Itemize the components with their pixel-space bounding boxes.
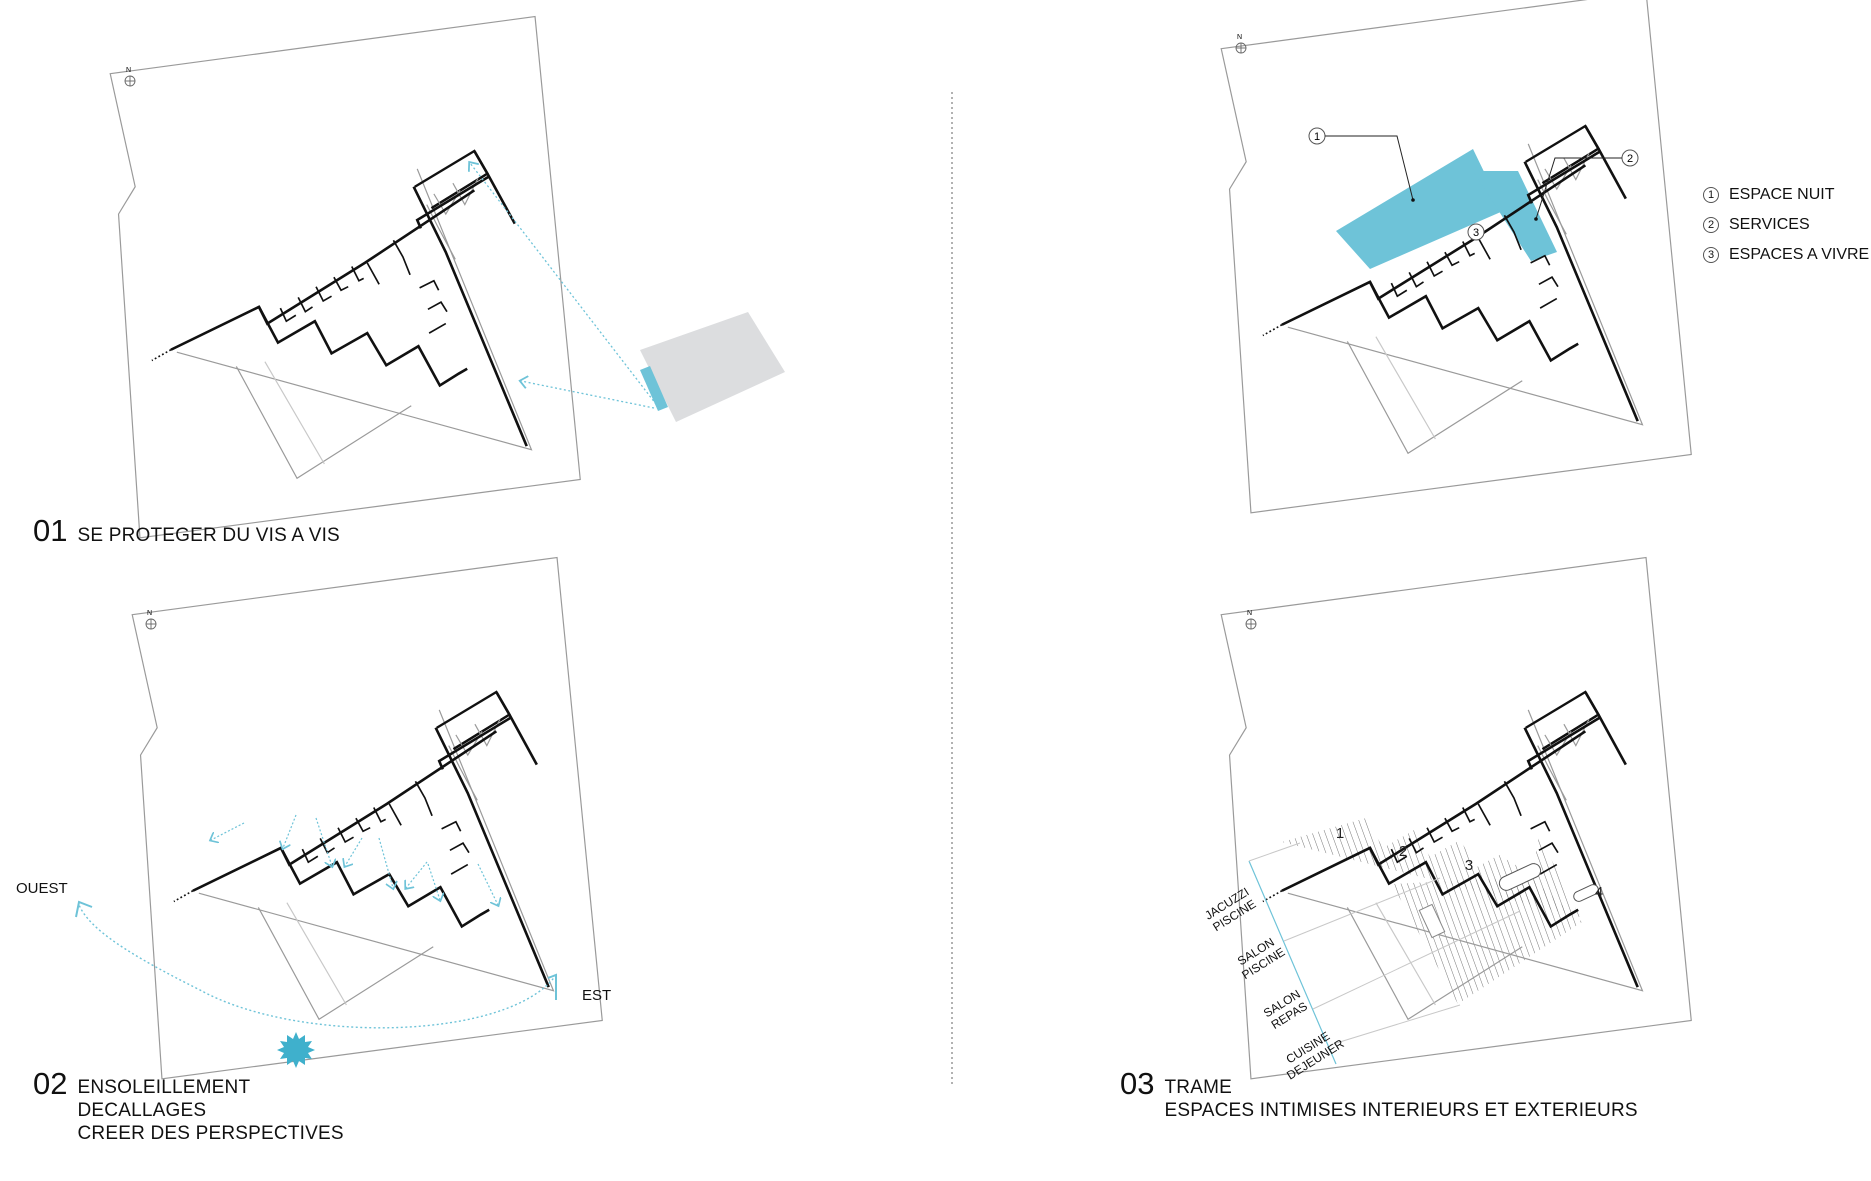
sun-path-arc — [78, 904, 557, 1029]
caption-panel-02: 02 ENSOLEILLEMENT DECALLAGES CREER DES P… — [33, 1068, 344, 1145]
north-label: N — [1237, 34, 1242, 41]
east-label: EST — [582, 987, 612, 1004]
perspective-arrow — [406, 861, 428, 888]
zone-number: 2 — [1399, 843, 1407, 860]
sun-icon — [277, 1032, 315, 1068]
zone-number: 1 — [1336, 825, 1344, 842]
legend-label: ESPACES A VIVRE — [1729, 246, 1870, 263]
perspective-arrow — [211, 822, 245, 840]
panel-02-plan: N — [75, 556, 604, 1081]
view-line — [521, 381, 655, 409]
caption-number: 01 — [33, 513, 68, 548]
callout-2: 2 — [1534, 149, 1639, 221]
trame-label: JACUZZIPISCINE — [1202, 885, 1259, 935]
caption-line: TRAME — [1164, 1077, 1232, 1098]
caption-line: SE PROTEGER DU VIS A VIS — [77, 525, 340, 546]
north-label: N — [147, 610, 152, 617]
perspective-arrow — [378, 837, 393, 888]
legend-item: 3 ESPACES A VIVRE — [1703, 240, 1869, 270]
perspective-arrow — [345, 837, 363, 866]
north-arrow-icon: N — [1245, 610, 1257, 630]
svg-text:1: 1 — [1314, 131, 1320, 143]
neighbor-facade — [640, 366, 668, 411]
caption-line: ESPACES INTIMISES INTERIEURS ET EXTERIEU… — [1164, 1100, 1638, 1121]
panel-01-plan: N — [108, 15, 785, 540]
caption-panel-01: 01 SE PROTEGER DU VIS A VIS — [33, 515, 340, 547]
east-arrowhead — [547, 973, 557, 1000]
callout-3: 3 — [1467, 223, 1485, 241]
lounge — [1418, 903, 1446, 939]
legend-label: SERVICES — [1729, 216, 1810, 233]
perspective-arrow — [315, 817, 332, 866]
view-line — [470, 163, 660, 409]
west-arrowhead — [75, 900, 93, 918]
north-arrow-icon: N — [124, 67, 136, 87]
caption-line: ENSOLEILLEMENT — [77, 1077, 251, 1098]
legend-number: 1 — [1703, 187, 1719, 203]
callout-1: 1 — [1308, 127, 1415, 202]
panel-03-zones-plan: N 1 2 3 — [1219, 0, 1693, 515]
dining-table — [1498, 863, 1542, 891]
legend: 1 ESPACE NUIT 2 SERVICES 3 ESPACES A VIV… — [1703, 180, 1869, 270]
perspective-arrow — [477, 863, 498, 905]
zone-services — [1473, 171, 1557, 261]
west-label: OUEST — [16, 880, 68, 897]
caption-panel-03: 03 TRAME ESPACES INTIMISES INTERIEURS ET… — [1120, 1068, 1638, 1122]
zone-number: 3 — [1465, 857, 1473, 874]
neighbor-building — [640, 312, 785, 422]
north-label: N — [126, 67, 131, 74]
svg-text:2: 2 — [1627, 153, 1633, 165]
caption-number: 02 — [33, 1066, 68, 1101]
trame-label: SALONPISCINE — [1232, 933, 1288, 982]
north-arrow-icon: N — [145, 610, 157, 630]
trame-label: SALONREPAS — [1261, 987, 1310, 1032]
legend-item: 2 SERVICES — [1703, 210, 1869, 240]
zone-number: 4 — [1595, 884, 1603, 901]
svg-text:3: 3 — [1473, 227, 1479, 239]
caption-line: CREER DES PERSPECTIVES — [77, 1123, 344, 1144]
trame-axis — [1248, 860, 1337, 1065]
caption-line: DECALLAGES — [77, 1100, 207, 1121]
north-arrow-icon: N — [1235, 34, 1247, 54]
zone-espace-nuit — [1336, 149, 1503, 269]
panel-03-trame-plan: N 1 2 3 4 JACUZZIPISCINE SALONPISCINE SA… — [1202, 556, 1693, 1083]
legend-number: 2 — [1703, 217, 1719, 233]
legend-label: ESPACE NUIT — [1729, 186, 1835, 203]
legend-item: 1 ESPACE NUIT — [1703, 180, 1869, 210]
perspective-arrow — [283, 814, 297, 848]
caption-number: 03 — [1120, 1066, 1155, 1101]
north-label: N — [1247, 610, 1252, 617]
sofa — [1573, 884, 1599, 902]
legend-number: 3 — [1703, 247, 1719, 263]
